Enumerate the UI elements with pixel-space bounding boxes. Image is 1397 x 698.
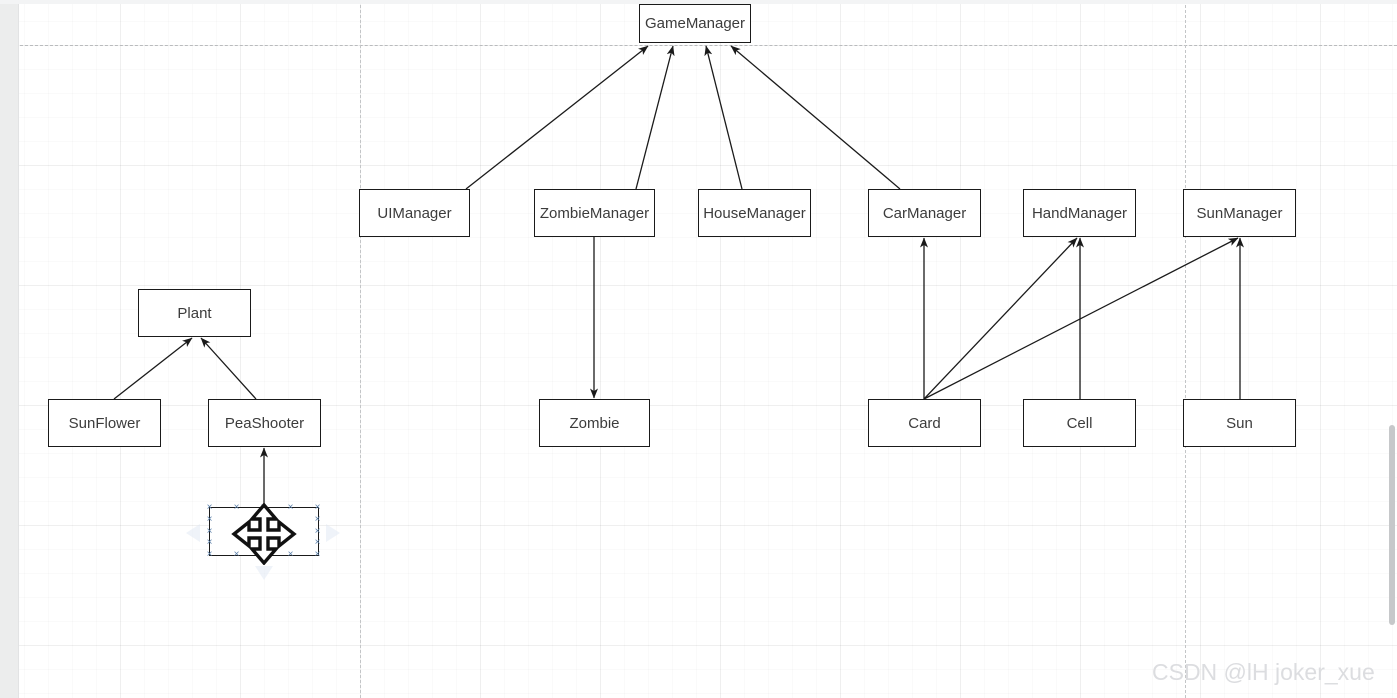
- node-gamemanager[interactable]: GameManager: [639, 4, 751, 43]
- node-plant[interactable]: Plant: [138, 289, 251, 337]
- direction-hint-down[interactable]: [255, 566, 273, 580]
- node-sunmanager[interactable]: SunManager: [1183, 189, 1296, 237]
- node-sunflower[interactable]: SunFlower: [48, 399, 161, 447]
- resize-handle-w[interactable]: [205, 527, 214, 536]
- resize-handle-ssw[interactable]: [232, 550, 241, 559]
- node-label: SunFlower: [68, 414, 141, 432]
- node-label: PeaShooter: [224, 414, 305, 432]
- page-guide-vertical-right: [1185, 0, 1186, 698]
- edge-peashooter-plant: [200, 337, 257, 400]
- node-housemanager[interactable]: HouseManager: [698, 189, 811, 237]
- node-label: GameManager: [644, 15, 746, 32]
- resize-handle-s[interactable]: [259, 550, 268, 559]
- page-guide-vertical-left: [360, 0, 361, 698]
- resize-handle-sw[interactable]: [205, 550, 214, 559]
- edge-uimanager-gamemanager: [465, 45, 649, 190]
- node-label: Cell: [1066, 414, 1093, 432]
- resize-handle-nne[interactable]: [286, 503, 295, 512]
- node-label: Sun: [1226, 414, 1253, 432]
- resize-handle-se[interactable]: [313, 550, 322, 559]
- node-label: SunManager: [1196, 204, 1283, 222]
- resize-handle-nnw[interactable]: [232, 503, 241, 512]
- node-label: ZombieManager: [539, 204, 650, 222]
- resize-handle-e[interactable]: [313, 527, 322, 536]
- edge-sunflower-plant: [113, 337, 193, 400]
- resize-handle-wsw[interactable]: [205, 538, 214, 547]
- node-zombiemanager[interactable]: ZombieManager: [534, 189, 655, 237]
- resize-handle-nw[interactable]: [205, 503, 214, 512]
- resize-handle-ese[interactable]: [313, 538, 322, 547]
- node-label: Plant: [177, 304, 212, 322]
- node-label: HouseManager: [703, 204, 806, 222]
- selected-shape[interactable]: [209, 507, 319, 556]
- node-label: Card: [908, 414, 941, 432]
- node-label: CarManager: [882, 204, 967, 222]
- node-handmanager[interactable]: HandManager: [1023, 189, 1136, 237]
- edge-housemanager-gamemanager: [704, 45, 743, 190]
- watermark: CSDN @lH joker_xue: [1152, 659, 1375, 685]
- node-cell[interactable]: Cell: [1023, 399, 1136, 447]
- node-peashooter[interactable]: PeaShooter: [208, 399, 321, 447]
- edge-carmanager-gamemanager: [730, 45, 901, 190]
- canvas-top-gutter: [0, 0, 1397, 4]
- resize-handle-ene[interactable]: [313, 515, 322, 524]
- resize-handle-n[interactable]: [259, 503, 268, 512]
- node-card[interactable]: Card: [868, 399, 981, 447]
- edge-card-handmanager: [923, 237, 1078, 400]
- direction-hint-left[interactable]: [186, 524, 200, 542]
- canvas-left-gutter: [0, 0, 19, 698]
- vertical-scrollbar-thumb[interactable]: [1389, 425, 1395, 625]
- node-zombie[interactable]: Zombie: [539, 399, 650, 447]
- node-label: UIManager: [377, 204, 452, 222]
- resize-handle-ne[interactable]: [313, 503, 322, 512]
- edge-card-sunmanager: [923, 237, 1239, 400]
- node-label: HandManager: [1031, 204, 1128, 222]
- resize-handle-wnw[interactable]: [205, 515, 214, 524]
- resize-handle-sse[interactable]: [286, 550, 295, 559]
- node-carmanager[interactable]: CarManager: [868, 189, 981, 237]
- edge-zombiemanager-gamemanager: [635, 45, 675, 190]
- node-sun[interactable]: Sun: [1183, 399, 1296, 447]
- direction-hint-right[interactable]: [326, 524, 340, 542]
- node-label: Zombie: [569, 414, 620, 432]
- node-uimanager[interactable]: UIManager: [359, 189, 470, 237]
- page-guide-horizontal: [0, 45, 1397, 46]
